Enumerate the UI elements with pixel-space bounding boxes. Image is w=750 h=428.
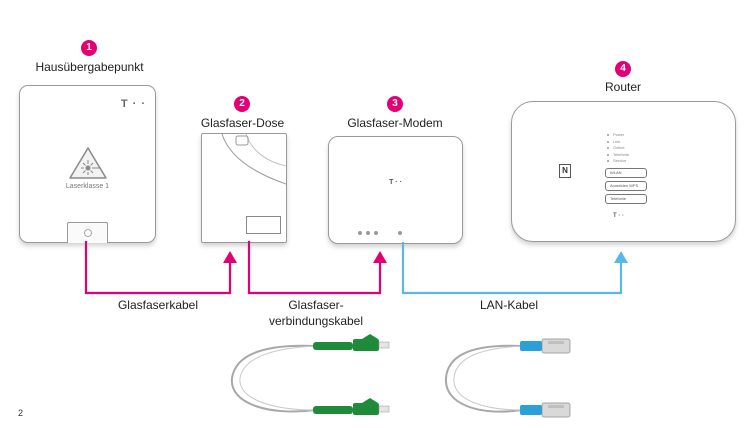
router-led-power: Power xyxy=(607,132,629,139)
laser-warning-icon xyxy=(69,147,107,179)
modem-brand-logo: T · · xyxy=(389,179,402,186)
glasfaserkabel-line xyxy=(84,241,232,295)
page-number: 2 xyxy=(18,408,24,418)
step-title-glasfaser-dose: Glasfaser-Dose xyxy=(200,116,285,130)
step-badge-1: 1 xyxy=(81,40,97,56)
laser-class-label: Laserklasse 1 xyxy=(65,183,110,190)
router-brand-logo: T · · xyxy=(613,213,624,219)
router-box: N Power Link Online Telefonie Service WL… xyxy=(511,101,736,242)
router-led-link: Link xyxy=(607,139,629,146)
router-led-list: Power Link Online Telefonie Service xyxy=(607,132,629,165)
fiber-connector-top-body xyxy=(353,339,379,351)
step-badge-3: 3 xyxy=(387,96,403,112)
dose-port xyxy=(246,216,281,234)
step-title-router: Router xyxy=(604,80,642,94)
verbindungskabel-arrow xyxy=(373,251,387,263)
hup-brand-logo: T · · xyxy=(120,98,146,110)
fiber-cable-illustration xyxy=(230,334,390,415)
fiber-connector-top-boot xyxy=(313,342,353,350)
lan-connector-bottom-boot xyxy=(520,405,542,415)
router-button-wps[interactable]: Anmelden WPS xyxy=(605,181,647,191)
glasfaserkabel-label: Glasfaserkabel xyxy=(117,298,199,312)
router-led-telefonie: Telefonie xyxy=(607,152,629,159)
router-led-service: Service xyxy=(607,158,629,165)
glasfaser-modem-box: T · · xyxy=(328,136,463,244)
step-title-glasfaser-modem: Glasfaser-Modem xyxy=(347,116,443,130)
glasfaser-dose-box xyxy=(201,133,287,243)
lan-kabel-arrow xyxy=(614,251,628,263)
router-button-wlan[interactable]: WLAN xyxy=(605,168,647,178)
verbindungskabel-line xyxy=(247,241,382,295)
glasfaserkabel-arrow xyxy=(223,251,237,263)
step-badge-4: 4 xyxy=(615,61,631,77)
hausuebergabepunkt-box: T · · Laserklasse 1 xyxy=(19,85,156,243)
lan-cable-illustration xyxy=(444,338,571,418)
lan-connector-top-boot xyxy=(520,341,542,351)
step-title-hausuebergabepunkt: Hausübergabepunkt xyxy=(35,60,144,74)
step-badge-2: 2 xyxy=(234,96,250,112)
verbindungskabel-label-line2: verbindungskabel xyxy=(268,314,364,328)
router-button-telefonie[interactable]: Telefonie xyxy=(605,194,647,204)
fiber-connector-bottom-boot xyxy=(313,406,353,414)
nfc-icon: N xyxy=(559,164,571,178)
lan-kabel-line xyxy=(401,242,623,295)
verbindungskabel-label-line1: Glasfaser- xyxy=(288,298,344,312)
router-led-online: Online xyxy=(607,145,629,152)
fiber-connector-bottom-body xyxy=(353,403,379,415)
lan-kabel-label: LAN-Kabel xyxy=(479,298,539,312)
dose-lid-outline xyxy=(221,134,286,185)
port-dot-icon xyxy=(84,229,92,237)
modem-status-leds xyxy=(358,222,402,240)
hup-connector-port xyxy=(67,222,108,243)
